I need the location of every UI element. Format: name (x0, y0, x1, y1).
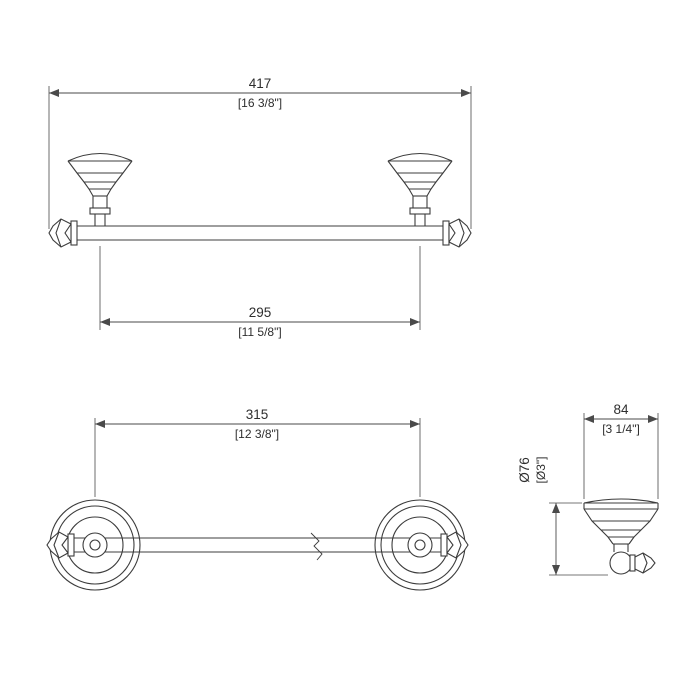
right-finial-plan (442, 218, 472, 248)
finial-facet (53, 531, 60, 559)
finial-facet (55, 218, 62, 248)
dim-mounts-mm: 315 (246, 407, 269, 422)
dimension-overall-length: 417 [16 3/8"] (48, 76, 472, 229)
post-collar (89, 207, 111, 215)
finial-facet (448, 223, 456, 243)
cup-dome (67, 153, 133, 162)
towel-bar-plan (77, 225, 443, 241)
flange-dome (583, 498, 659, 504)
top-view: 417 [16 3/8"] (48, 76, 472, 339)
hub-ring (407, 532, 433, 558)
dim-centers-mm: 295 (249, 305, 272, 320)
bar-break-mark (310, 532, 323, 561)
dimension-projection: 84 [3 1/4"] (583, 402, 659, 499)
hub-center (89, 539, 101, 551)
mount-side-profile (583, 498, 659, 575)
cup-right-profile (106, 160, 133, 197)
hub-ring (82, 532, 108, 558)
finial-facet (446, 536, 454, 554)
finial-collar (70, 220, 78, 246)
finial-facet (458, 218, 465, 248)
dim-overall-mm: 417 (249, 76, 272, 91)
finial-collar (442, 220, 450, 246)
dim-projection-mm: 84 (613, 402, 629, 417)
finial-collar (629, 554, 636, 572)
bell-left-profile (583, 508, 614, 545)
dim-projection-inch: [3 1/4"] (602, 422, 640, 436)
left-finial-plan (48, 218, 78, 248)
cup-left-profile (387, 160, 414, 197)
right-rosette-hub (407, 532, 433, 558)
finial-knob (46, 531, 69, 559)
bell-right-profile (628, 508, 659, 545)
right-mount-cup-plan (387, 153, 453, 226)
finial-facet (61, 536, 69, 554)
finial-knob (48, 218, 72, 248)
right-finial-front (440, 531, 469, 559)
bar-end-section (609, 551, 633, 575)
dim-overall-inch: [16 3/8"] (238, 96, 282, 110)
finial-collar (440, 533, 448, 557)
cup-left-profile (67, 160, 94, 197)
dim-mounts-inch: [12 3/8"] (235, 427, 279, 441)
left-rosette-hub (82, 532, 108, 558)
post-collar (409, 207, 431, 215)
finial-knob (634, 552, 656, 574)
finial-knob (446, 531, 469, 559)
finial-collar (67, 533, 75, 557)
front-view: 315 [12 3/8"] (46, 407, 469, 591)
cup-right-profile (426, 160, 453, 197)
towel-bar-front (55, 537, 460, 553)
dim-diameter-mm: Ø76 (517, 457, 532, 483)
left-finial-front (46, 531, 75, 559)
dim-centers-inch: [11 5/8"] (238, 325, 281, 339)
finial-facet (455, 531, 462, 559)
hub-center (414, 539, 426, 551)
side-view: 84 [3 1/4"] Ø76 (517, 402, 659, 576)
finial-facet (642, 552, 648, 574)
cup-dome (387, 153, 453, 162)
left-mount-cup-plan (67, 153, 133, 226)
dimension-post-centers: 295 [11 5/8"] (99, 246, 421, 339)
finial-knob (448, 218, 472, 248)
dimension-flange-diameter: Ø76 [Ø3"] (517, 457, 608, 576)
dimension-mount-centers: 315 [12 3/8"] (94, 407, 421, 497)
dim-diameter-inch: [Ø3"] (534, 457, 548, 484)
finial-facet (64, 223, 72, 243)
